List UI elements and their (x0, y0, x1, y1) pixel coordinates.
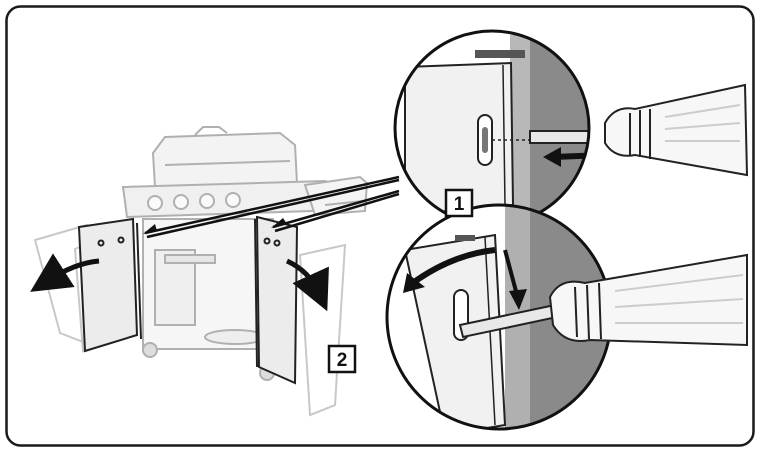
swing-arrow-right-icon (285, 258, 329, 312)
grill-icon (121, 126, 369, 381)
swing-arrow-left-icon (30, 253, 100, 292)
right-door (254, 215, 299, 385)
diagram-frame: 1 2 (5, 5, 755, 447)
screwdriver-icon (548, 253, 748, 347)
step-1-callout: 1 (444, 188, 474, 218)
leader-arrowhead-left-icon (143, 224, 157, 234)
leader-arrowhead-right-icon (271, 218, 287, 228)
left-door (77, 217, 142, 353)
diagram-canvas: 1 2 (5, 5, 755, 447)
leader-lines (144, 175, 400, 239)
magnifier-callout-icon (393, 29, 591, 227)
step-2-label: 2 (337, 350, 348, 371)
step-1-label: 1 (454, 194, 465, 215)
step-2-callout: 2 (327, 344, 357, 374)
screwdriver-icon (604, 83, 749, 177)
